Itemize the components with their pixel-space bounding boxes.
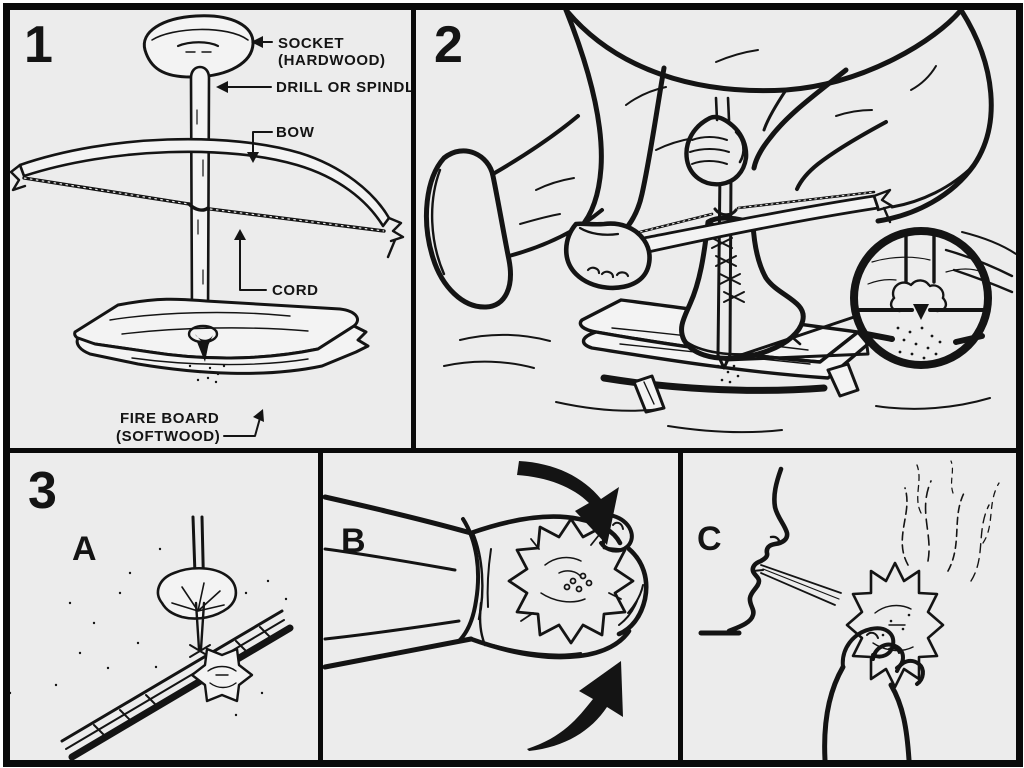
panel-2-using-bow-drill: 2 — [416, 10, 1016, 448]
panel-3c-letter: C — [697, 520, 722, 558]
kneeling-figure-drawing — [423, 10, 994, 310]
smoke-wisps-drawing — [901, 460, 1000, 582]
ground-marks — [443, 231, 1016, 434]
breath-lines — [760, 564, 842, 606]
bow-2-drawing — [638, 188, 894, 254]
turn-arrow-up-icon — [527, 661, 623, 751]
spindle-3a-drawing — [156, 515, 238, 658]
cord-label: CORD — [272, 282, 319, 299]
panel-3a-drawing: 3 A — [10, 462, 294, 760]
face-profile-drawing — [698, 466, 790, 636]
fire-board-label-line2: (SOFTWOOD) — [116, 428, 220, 445]
panel-3b-drawing: B — [323, 461, 649, 751]
turn-arrow-down-icon — [517, 461, 619, 545]
panel-divider-horizontal — [10, 448, 1016, 453]
panel-divider-bottom-1 — [318, 453, 323, 760]
ember-dust-pile-drawing — [190, 647, 254, 703]
drill-label: DRILL OR SPINDLE — [276, 79, 411, 96]
inset-magnifier — [724, 227, 992, 369]
panel-3-number: 3 — [28, 462, 57, 520]
drill-dust-dots — [716, 364, 740, 384]
drill-callout: DRILL OR SPINDLE — [216, 79, 411, 96]
tinder-bundle-2-drawing — [845, 561, 945, 689]
panel-1-bow-drill-parts: 1 — [10, 10, 411, 448]
socket-label-line2: (HARDWOOD) — [278, 52, 386, 69]
right-hand-drawing — [684, 96, 749, 187]
board-hatching — [93, 626, 273, 738]
panel-2-drawing: 2 — [423, 10, 1016, 434]
inset-drill-tip-drawing — [856, 234, 986, 360]
panel-3a-letter: A — [72, 530, 97, 568]
bow-label: BOW — [276, 124, 315, 141]
fire-board-drawing — [73, 297, 370, 384]
figure-frame: 1 — [3, 3, 1023, 767]
socket-label-line1: SOCKET — [278, 35, 344, 52]
speckle-dots — [10, 547, 288, 717]
left-fist-drawing — [563, 221, 652, 291]
inset-magnifier-circle — [850, 227, 992, 369]
panel-3c-drawing: C — [697, 460, 1000, 760]
socket-callout: SOCKET (HARDWOOD) — [251, 35, 386, 69]
panel-divider-vertical-top — [411, 10, 416, 448]
panel-3c-blowing-ember: C — [683, 453, 1016, 760]
bow-callout: BOW — [247, 124, 315, 163]
cord-callout: CORD — [234, 229, 319, 299]
fire-board-label-line1: FIRE BOARD — [120, 410, 219, 427]
hands-drawing — [323, 494, 649, 670]
board-edge-drawing — [60, 609, 294, 760]
panel-2-number: 2 — [434, 16, 463, 74]
panel-3a-ember: 3 A — [10, 453, 318, 760]
figure-interior: 1 — [10, 10, 1016, 760]
panel-3b-tinder-bundle: B — [323, 453, 678, 760]
panel-1-drawing: 1 — [10, 14, 411, 445]
wood-dust-dots — [188, 364, 226, 384]
socket-drawing — [142, 14, 255, 79]
bow-drawing — [10, 137, 405, 259]
panel-1-number: 1 — [24, 16, 53, 74]
hand-holding-tinder-drawing — [822, 626, 925, 760]
spindle-drawing — [189, 65, 211, 338]
panel-divider-bottom-2 — [678, 453, 683, 760]
fire-board-callout: FIRE BOARD (SOFTWOOD) — [116, 409, 264, 445]
cord-drawing — [22, 176, 386, 233]
